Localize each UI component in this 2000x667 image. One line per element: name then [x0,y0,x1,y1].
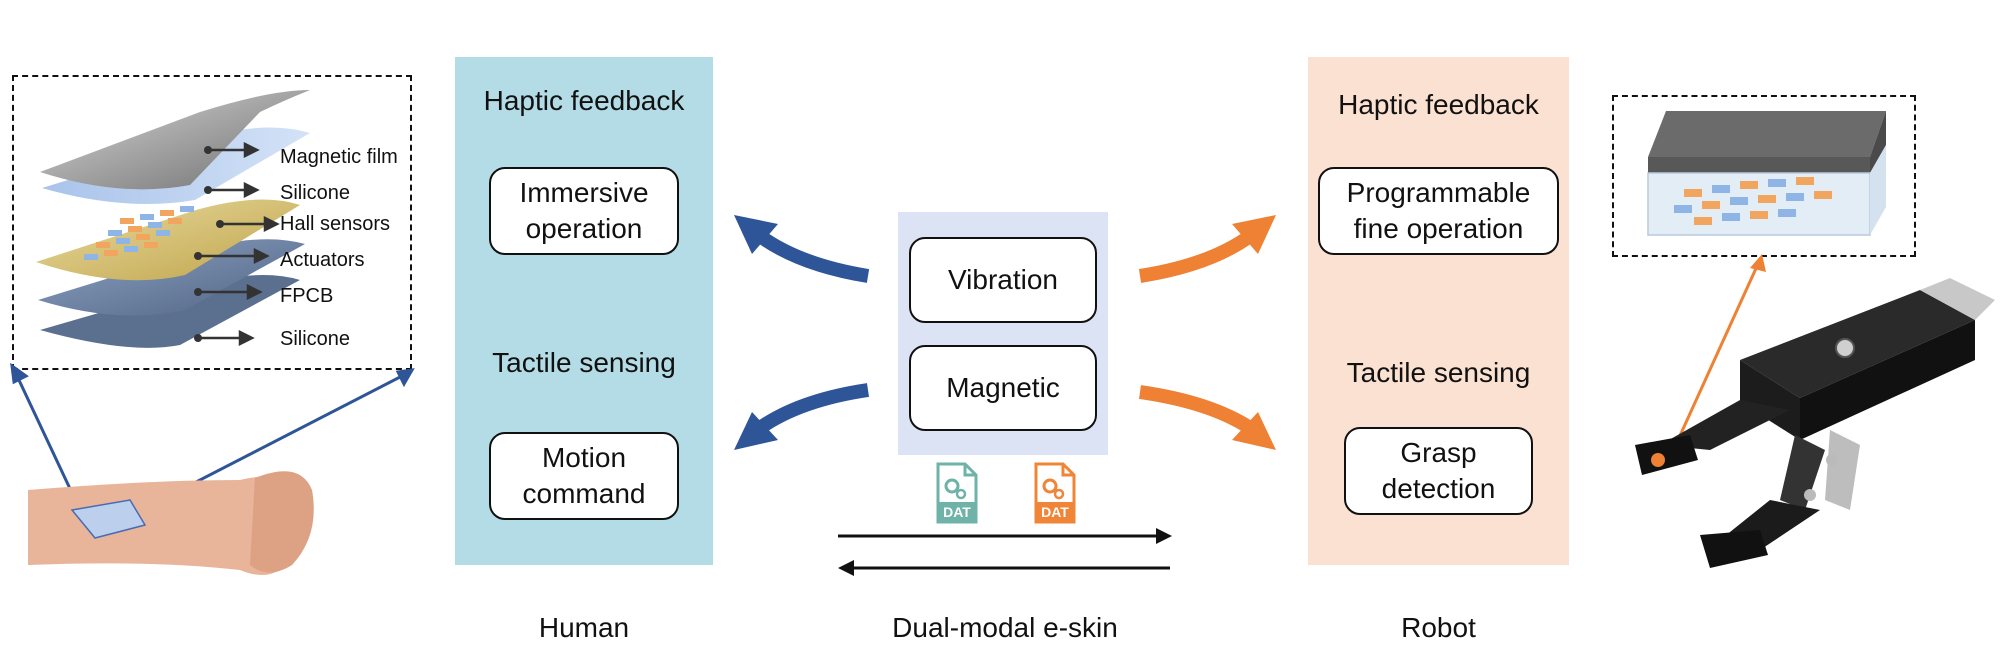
robot-tactile-title: Tactile sensing [1346,357,1531,388]
sensor-chips [84,206,194,260]
orange-arrowhead-tactile [1232,412,1276,450]
motion-command-box: Motion command [489,432,679,520]
human-panel: Haptic feedback Immersive operation Tact… [455,57,713,565]
magnetic-box: Magnetic [909,345,1097,431]
caption-eskin: Dual-modal e-skin [892,612,1118,643]
robot-gripper-illustration [1635,254,1995,568]
label-hall-sensors: Hall sensors [280,213,391,235]
robot-haptic-title: Haptic feedback [1338,89,1539,120]
label-fpcb: FPCB [280,285,334,307]
label-silicone-bottom: Silicone [280,328,351,350]
forearm [28,476,307,575]
dat-label-orange: DAT [1041,504,1069,520]
orange-arrow-haptic [1138,230,1255,283]
orange-arrow-tactile [1139,385,1254,434]
fist [250,471,314,573]
dat-file-icon-teal: DAT [935,462,979,524]
caption-robot: Robot [1401,612,1476,643]
human-tactile-title: Tactile sensing [492,347,676,378]
immersive-operation-box: Immersive operation [489,167,679,255]
skin-patch [70,499,147,539]
layer-stack-inset [12,75,412,370]
programmable-fine-operation-box: Programmable fine operation [1318,167,1559,255]
layer-stack-illustration [36,90,310,348]
eskin-panel: Vibration Magnetic [898,212,1108,455]
caption-human: Human [538,612,630,643]
label-silicone-top: Silicone [280,182,351,204]
label-actuators: Actuators [280,249,365,271]
sensor-layer [36,199,300,281]
arm-illustration [10,362,415,575]
human-haptic-title: Haptic feedback [483,85,685,116]
blue-arrow-tactile [755,383,870,434]
label-magnetic-film: Magnetic film [280,146,398,168]
blue-arrowhead-haptic [734,215,778,254]
magnetic-film-layer [40,90,310,190]
blue-arrow-haptic [755,230,870,283]
grasp-detection-box: Grasp detection [1344,427,1533,515]
eskin-block-inset [1612,95,1916,257]
dat-label-teal: DAT [943,504,971,520]
robot-panel: Haptic feedback Programmable fine operat… [1308,57,1569,565]
blue-arrowhead-tactile [734,412,778,450]
vibration-box: Vibration [909,237,1097,323]
orange-arrowhead-haptic [1232,215,1276,254]
dat-file-icon-orange: DAT [1033,462,1077,524]
